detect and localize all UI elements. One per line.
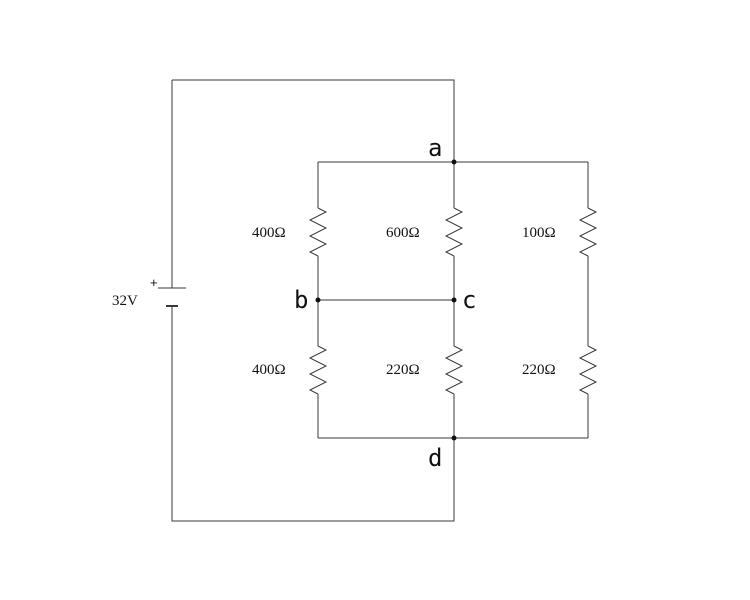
- wire-battery-bottom: [171, 306, 455, 522]
- node-label-c: c: [462, 286, 476, 314]
- node-label-d: d: [428, 444, 442, 472]
- resistor-right-top: [578, 207, 598, 257]
- resistor-middle-top-label: 600Ω: [386, 225, 420, 241]
- junction-c-dot: [451, 297, 457, 303]
- resistor-left-bottom-label: 400Ω: [252, 362, 286, 378]
- node-label-a: a: [428, 134, 442, 162]
- resistor-right-bottom-label: 220Ω: [522, 362, 556, 378]
- resistor-middle-top: [444, 207, 464, 257]
- resistor-middle-bottom-label: 220Ω: [386, 362, 420, 378]
- resistor-left-top: [308, 207, 328, 257]
- resistor-right-bottom: [578, 345, 598, 395]
- resistor-left-bottom: [308, 345, 328, 395]
- wire-top-outer: [172, 79, 455, 162]
- battery-icon: [158, 287, 186, 307]
- resistor-right-top-label: 100Ω: [522, 225, 556, 241]
- node-label-b: b: [294, 286, 308, 314]
- resistor-left-top-label: 400Ω: [252, 225, 286, 241]
- battery-plus-sign: +: [150, 275, 158, 290]
- junction-d-dot: [451, 435, 457, 441]
- junction-b-dot: [315, 297, 321, 303]
- resistor-middle-bottom: [444, 345, 464, 395]
- battery-voltage-label: 32V: [112, 293, 138, 309]
- junction-a-dot: [451, 159, 457, 165]
